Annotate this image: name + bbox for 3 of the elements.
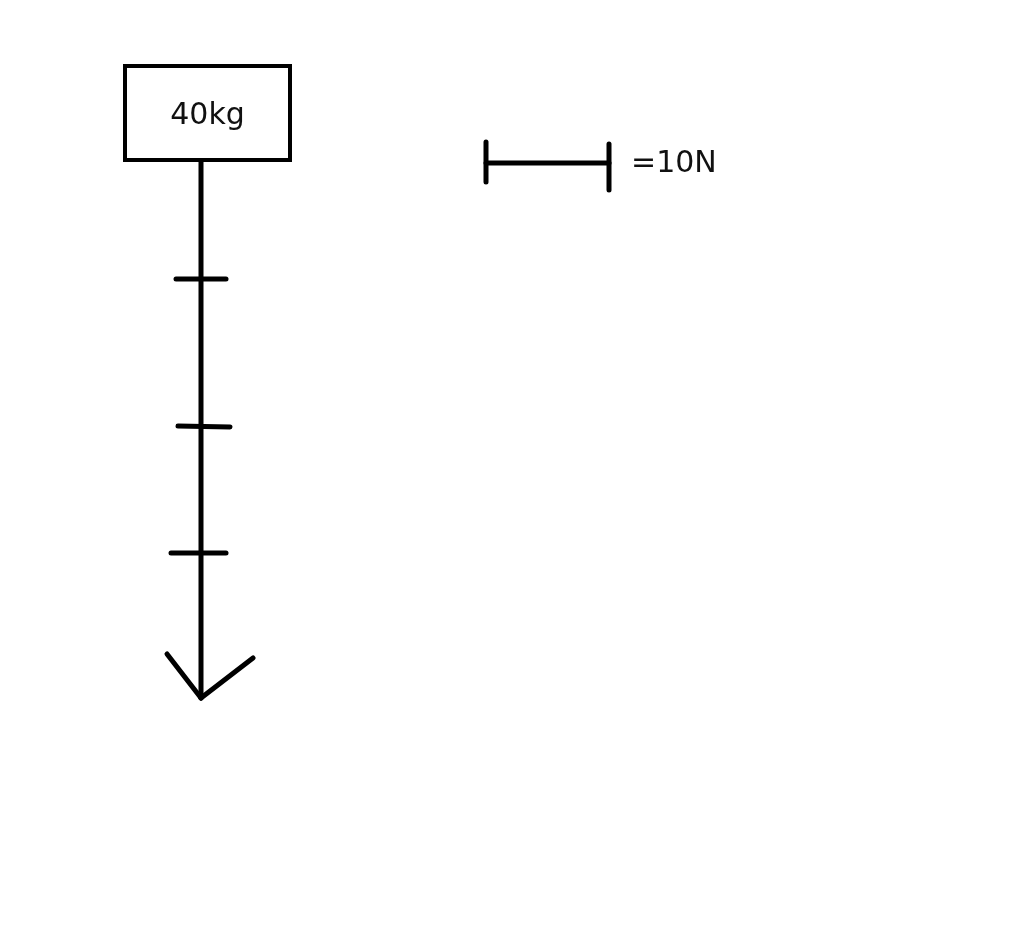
- mass-box: [123, 64, 292, 162]
- mass-label: 40kg: [170, 95, 245, 131]
- scale-label: =10N: [631, 144, 717, 179]
